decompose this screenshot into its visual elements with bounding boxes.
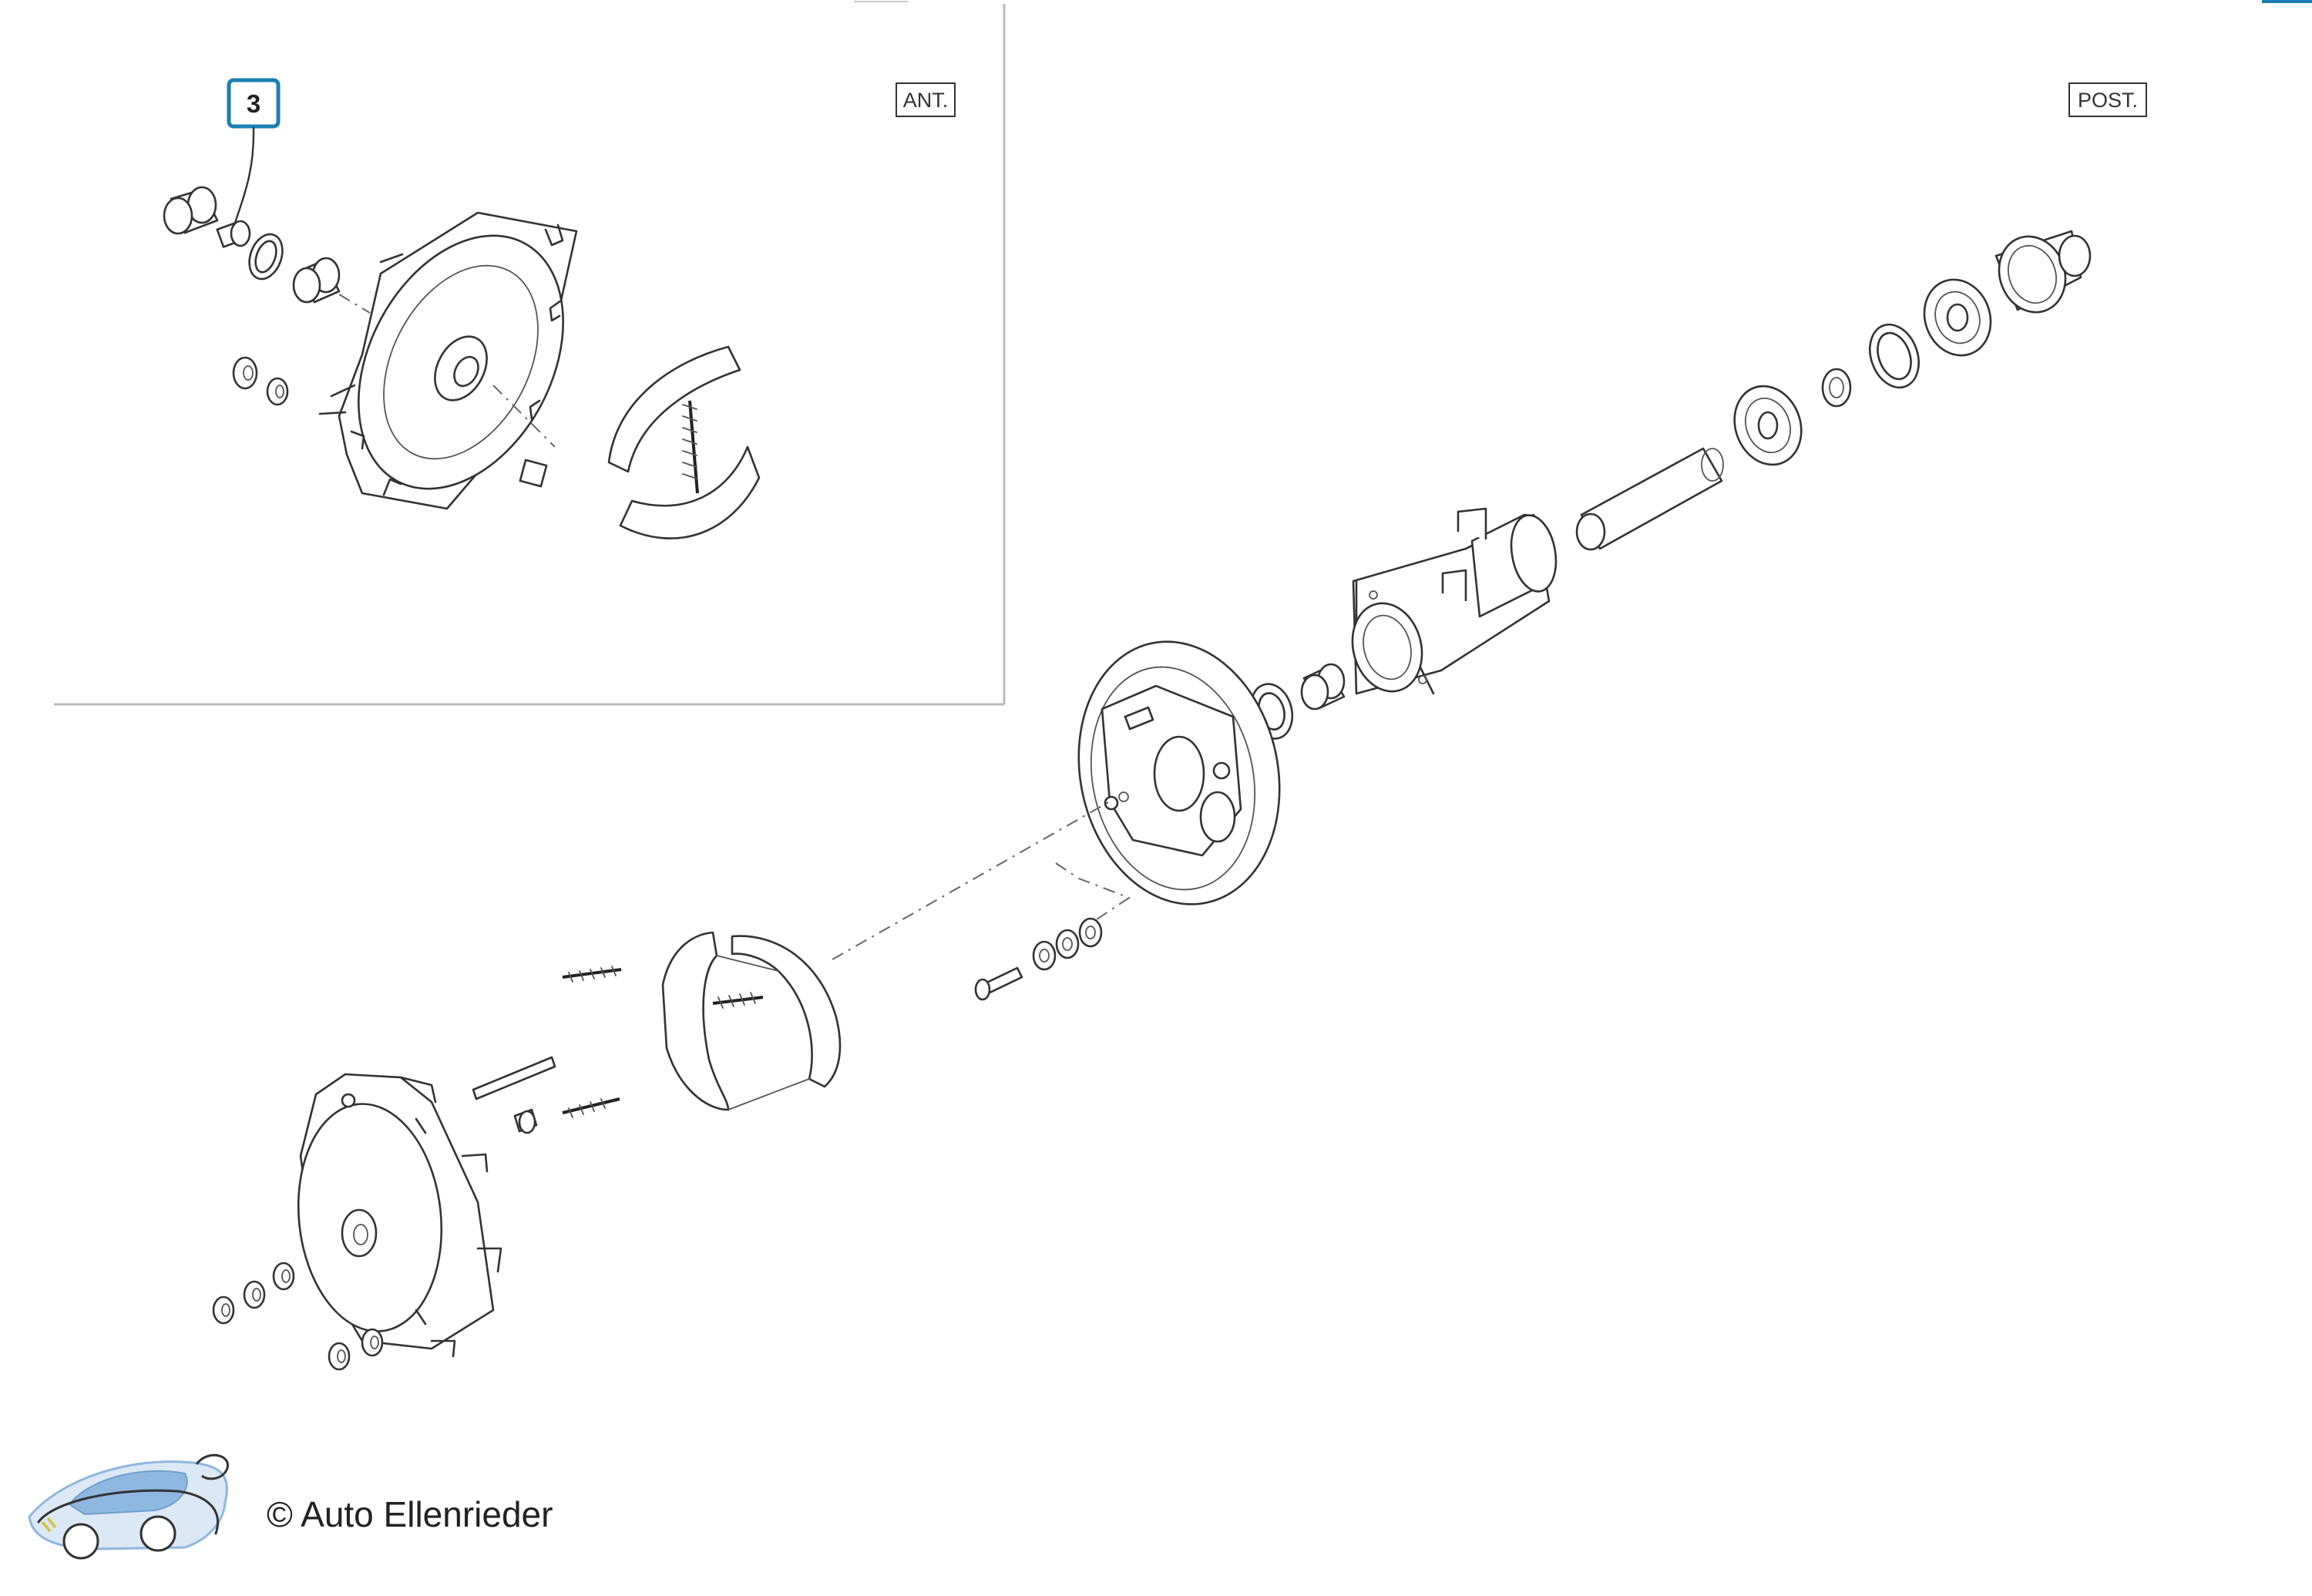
- callout-3[interactable]: 3: [227, 78, 281, 227]
- rear-bearing-inner: [1733, 385, 1803, 466]
- rear-bolt-washers: [974, 917, 1103, 1001]
- rear-shoe-springs: [472, 966, 622, 1134]
- rear-dust-cap: [1994, 230, 2092, 314]
- rear-axle-sleeve: [1575, 447, 1724, 551]
- front-dust-cap: [163, 186, 219, 235]
- copyright-text: © Auto Ellenrieder: [267, 1494, 553, 1534]
- rear-brake-drum: [297, 1073, 502, 1358]
- svg-text:ANT.: ANT.: [903, 89, 949, 112]
- svg-text:3: 3: [247, 89, 260, 118]
- front-seal-ring: [248, 233, 284, 281]
- rear-washer: [1821, 368, 1852, 408]
- rear-hub-carrier: [1351, 507, 1558, 695]
- front-bearing-bush: [292, 257, 341, 304]
- car-logo-icon: [28, 1453, 229, 1560]
- rear-label: POST.: [2068, 82, 2147, 117]
- front-small-plate: [519, 459, 548, 488]
- front-inset-frame: [54, 4, 1006, 706]
- rear-bearing-outer: [1923, 278, 1992, 357]
- rear-assembly: [212, 230, 2092, 1371]
- front-brake-shoes: [607, 345, 761, 539]
- front-assembly: [163, 186, 761, 539]
- front-brake-drum: [318, 211, 578, 510]
- rear-brake-shoes: [661, 931, 842, 1111]
- rear-bush: [1300, 663, 1346, 711]
- svg-text:POST.: POST.: [2078, 89, 2138, 112]
- front-label: ANT.: [896, 82, 956, 117]
- front-wheel-nuts: [232, 356, 289, 406]
- top-edge-accent: [2262, 0, 2312, 3]
- front-axle-nut: [216, 220, 251, 248]
- rear-wheel-nuts: [212, 1262, 384, 1371]
- rear-circlip: [1869, 323, 1920, 389]
- rear-backing-plate: [1077, 640, 1281, 906]
